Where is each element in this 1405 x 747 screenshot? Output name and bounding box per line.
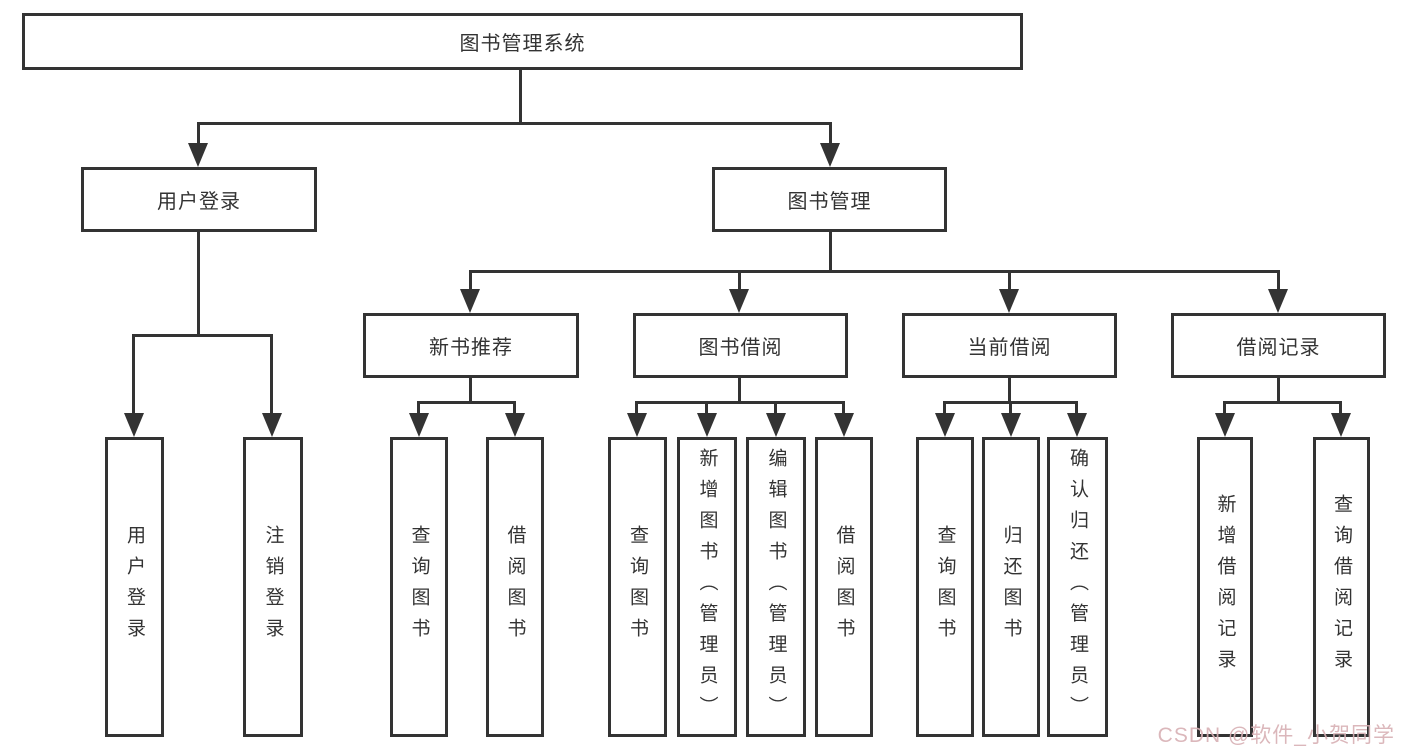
connector-book-management-trunk xyxy=(829,232,832,273)
arrow-down-icon xyxy=(188,143,208,167)
arrow-down-icon xyxy=(505,413,525,437)
connector-stem xyxy=(1075,401,1078,415)
csdn-watermark: CSDN @软件_小贺同学 xyxy=(1157,724,1395,747)
arrow-down-icon xyxy=(1215,413,1235,437)
node-current-borrow: 当前借阅 xyxy=(902,313,1117,378)
arrow-down-icon xyxy=(999,289,1019,313)
arrow-down-icon xyxy=(697,413,717,437)
connector-new-book-branch xyxy=(417,401,516,404)
connector-borrow-records-branch xyxy=(1224,401,1342,404)
leaf-query-book-borrow: 查询图书 xyxy=(608,437,667,737)
arrow-down-icon xyxy=(729,289,749,313)
node-book-management: 图书管理 xyxy=(712,167,947,232)
connector-stem xyxy=(1009,401,1012,415)
arrow-down-icon xyxy=(627,413,647,437)
connector-stem-user-login xyxy=(197,122,200,145)
leaf-borrow-book-newbook: 借阅图书 xyxy=(486,437,544,737)
leaf-confirm-return-admin: 确认归还（管理员） xyxy=(1047,437,1108,737)
connector-root-trunk xyxy=(519,69,522,123)
arrow-down-icon xyxy=(834,413,854,437)
arrow-down-icon xyxy=(409,413,429,437)
node-new-book-recommend: 新书推荐 xyxy=(363,313,579,378)
arrow-down-icon xyxy=(935,413,955,437)
connector-stem-records xyxy=(1277,270,1280,292)
connector-borrow-records-trunk xyxy=(1277,378,1280,404)
arrow-down-icon xyxy=(460,289,480,313)
leaf-return-book: 归还图书 xyxy=(982,437,1040,737)
connector-stem xyxy=(943,401,946,415)
connector-stem xyxy=(705,401,708,415)
arrow-down-icon xyxy=(262,413,282,437)
connector-stem-new-book xyxy=(469,270,472,292)
arrow-down-icon xyxy=(1331,413,1351,437)
connector-stem xyxy=(417,401,420,415)
connector-stem-borrow xyxy=(738,270,741,292)
leaf-add-book-admin: 新增图书（管理员） xyxy=(677,437,737,737)
connector-stem-current xyxy=(1008,270,1011,292)
connector-book-borrow-trunk xyxy=(738,378,741,404)
leaf-add-borrow-record: 新增借阅记录 xyxy=(1197,437,1253,737)
leaf-edit-book-admin: 编辑图书（管理员） xyxy=(746,437,806,737)
connector-stem xyxy=(1339,401,1342,415)
connector-book-management-branch xyxy=(469,270,1280,273)
connector-stem-leaf-user-login xyxy=(132,334,135,414)
connector-root-branch xyxy=(197,122,831,125)
node-user-login: 用户登录 xyxy=(81,167,317,232)
leaf-user-login: 用户登录 xyxy=(105,437,164,737)
arrow-down-icon xyxy=(1067,413,1087,437)
connector-stem-book-management xyxy=(829,122,832,145)
connector-book-borrow-branch xyxy=(636,401,845,404)
connector-stem xyxy=(1223,401,1226,415)
connector-new-book-trunk xyxy=(469,378,472,404)
arrow-down-icon xyxy=(766,413,786,437)
arrow-down-icon xyxy=(1001,413,1021,437)
arrow-down-icon xyxy=(124,413,144,437)
connector-user-login-trunk xyxy=(197,232,200,337)
node-borrow-records: 借阅记录 xyxy=(1171,313,1386,378)
arrow-down-icon xyxy=(820,143,840,167)
node-book-borrow: 图书借阅 xyxy=(633,313,848,378)
connector-stem xyxy=(635,401,638,415)
leaf-query-book-newbook: 查询图书 xyxy=(390,437,448,737)
connector-stem xyxy=(774,401,777,415)
leaf-query-borrow-record: 查询借阅记录 xyxy=(1313,437,1370,737)
leaf-query-book-current: 查询图书 xyxy=(916,437,974,737)
connector-stem xyxy=(513,401,516,415)
connector-stem xyxy=(842,401,845,415)
node-library-management-system: 图书管理系统 xyxy=(22,13,1023,70)
arrow-down-icon xyxy=(1268,289,1288,313)
leaf-logout: 注销登录 xyxy=(243,437,303,737)
leaf-borrow-book-borrow: 借阅图书 xyxy=(815,437,873,737)
connector-user-login-branch xyxy=(132,334,273,337)
connector-current-borrow-trunk xyxy=(1008,378,1011,404)
connector-stem-leaf-logout xyxy=(270,334,273,414)
